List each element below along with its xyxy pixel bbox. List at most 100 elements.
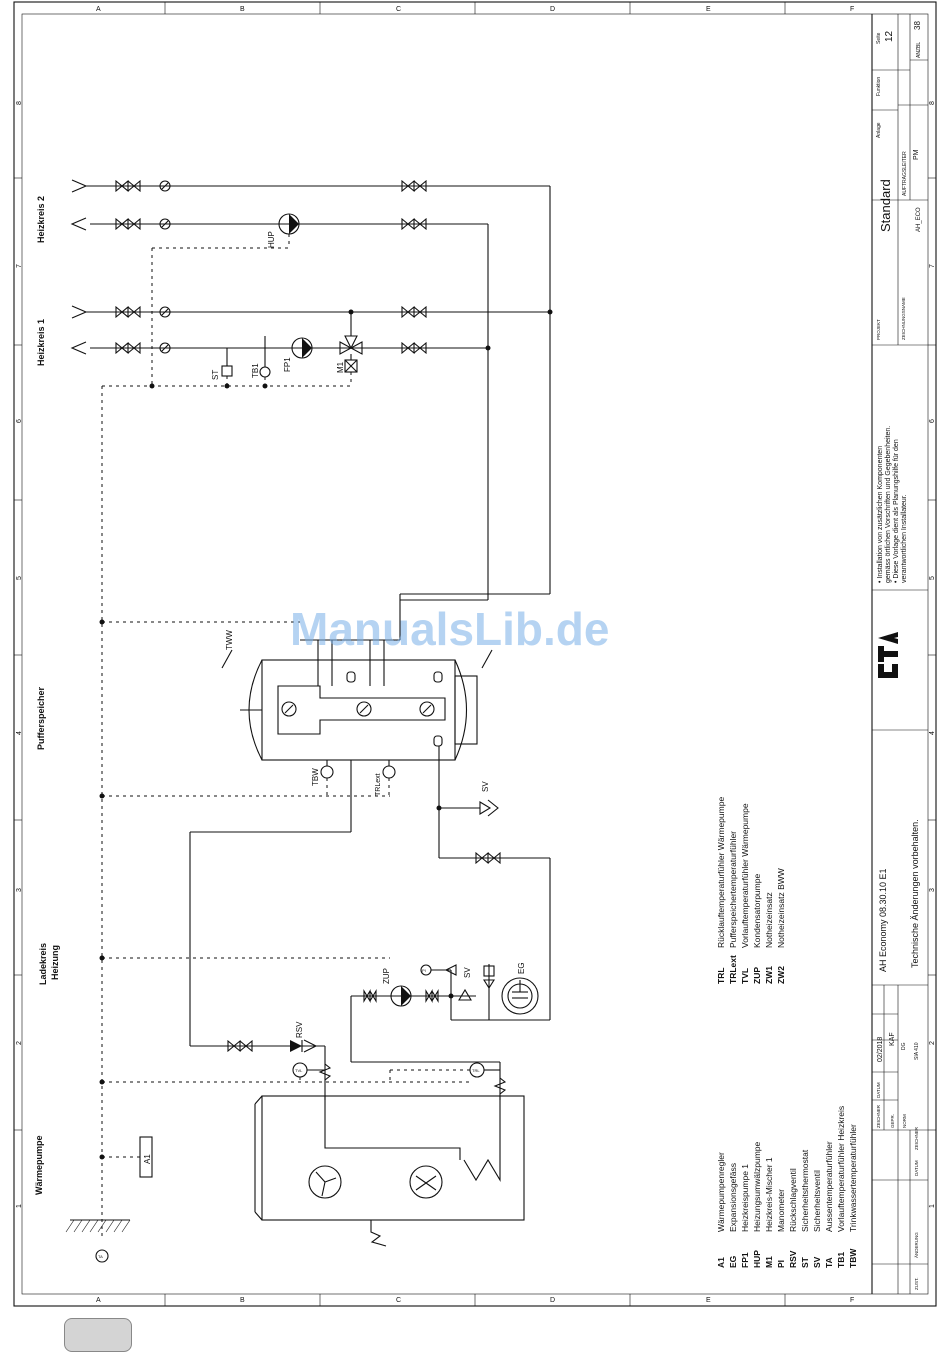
grid-letter: D [550,6,555,13]
control-bus [99,386,470,1240]
ladekreis-circuit: RSV ZUP PI SV EG TVL [190,962,550,1100]
gepr-value: DG [901,1042,907,1050]
grid-number: 1 [929,1204,936,1208]
label-rsv: RSV [295,1021,304,1038]
label-zup: ZUP [382,968,391,984]
section-label-heizkreis1: Heizkreis 1 [36,319,46,366]
section-label-pufferspeicher: Pufferspeicher [36,686,46,750]
grid-letter: D [550,1297,555,1304]
grid-ticks [14,2,936,1306]
label-hup: HUP [267,231,276,248]
grid-number: 2 [16,1041,23,1045]
legend-text: Pufferspeichertemperaturfühler [728,831,738,948]
zeichnungsname-label: ZEICHNUNGSNAME [901,297,906,340]
datum2-label: DATUM [914,1160,919,1176]
label-ta: TA [98,1254,103,1259]
grid-letter: E [706,1297,711,1304]
grid-number: 1 [16,1204,23,1208]
legend-text: Notheizeinsatz BWW [776,868,786,948]
legend-code: ZUP [752,967,762,984]
heizkreis2-circuit: HUP [70,179,551,600]
zust-label: ZUST. [914,1277,919,1290]
note-line: gemäss örtlichen Vorschriften und Gegebe… [885,426,892,583]
label-sv-bottom: SV [463,967,472,978]
legend-code: RSV [788,1250,798,1268]
page-tab[interactable] [64,1318,132,1352]
seite-label: Seite [876,32,882,44]
label-tvl: TVL [295,1068,303,1073]
legend-text: Notheizeinsatz [764,892,774,948]
auftragsleiter-label: AUFTRAGSLEITER [902,151,908,196]
grid-letter: F [850,1297,854,1304]
rights-note: Technische Änderungen vorbehalten. [910,819,920,968]
grid-number: 5 [929,576,936,580]
label-tb1: TB1 [251,363,260,378]
legend-text: Heizkreis-Mischer 1 [764,1157,774,1232]
legend-code: TA [824,1257,834,1268]
grid-number: 6 [16,419,23,423]
datum-label: DATUM [876,1082,881,1098]
grid-letter: B [240,1297,245,1304]
anlage-label: Anlage [876,122,882,138]
legend-text: Expansionsgefäss [728,1163,738,1232]
anzbl-number: 38 [913,21,922,30]
grid-letter: E [706,6,711,13]
label-a1: A1 [143,1154,152,1164]
note-line: verantwortlichen Installateur. [901,494,908,583]
drawing-number: AH Economy 08.30.10 E1 [878,868,888,972]
ground-symbol [65,1219,131,1233]
section-label-waermepumpe: Wärmepumpe [34,1135,44,1195]
legend-text: Kondensatorpumpe [752,874,762,948]
label-tbw: TBW [311,768,320,786]
pm-label: PM [913,149,920,160]
grid-letter: A [96,1297,101,1304]
legend-right: TRL Rücklauftemperaturfühler Wärmepumpe … [716,797,786,984]
grid-number: 8 [16,101,23,105]
title-block [871,14,928,1294]
legend-code: M1 [764,1256,774,1268]
legend-code: TBW [848,1248,858,1268]
grid-number: 3 [16,888,23,892]
legend-code: PI [776,1260,786,1268]
note-line: • Diese Vorlage dient als Planungshilfe … [893,439,900,583]
grid-number: 4 [16,731,23,735]
norm-value: SIA 410 [914,1042,920,1060]
heizkreis1-circuit: FP1 M1 ST TB1 [70,305,553,389]
legend-text: Vorlauftemperaturfühler Wärmepumpe [740,803,750,948]
grid-letter: C [396,6,401,13]
legend-code: A1 [716,1257,726,1268]
legend-code: TRLext [728,955,738,984]
grid-number: 5 [16,576,23,580]
label-fp1: FP1 [283,357,292,372]
legend-code: ZW1 [764,966,774,984]
label-eg: EG [517,962,526,974]
legend-text: Manometer [776,1189,786,1232]
legend-text: Wärmepumpenregler [716,1152,726,1232]
standard-label: Standard [878,179,893,232]
grid-number: 7 [16,264,23,268]
legend-code: TB1 [836,1252,846,1268]
cta-logo [878,632,898,678]
title-block-text: AH Economy 08.30.10 E1 Technische Änderu… [876,21,922,1290]
legend-text: Rückschlagventil [788,1168,798,1232]
note-line: • Installation von zusätzlichen Komponen… [877,446,884,583]
legend-code: SV [812,1256,822,1268]
seite-number: 12 [884,30,895,42]
legend-left: A1 Wärmepumpenregler EG Expansionsgefäss… [716,1106,858,1268]
section-label-heizkreis2: Heizkreis 2 [36,196,46,243]
label-st: ST [211,370,220,380]
legend-text: Trinkwassertemperaturfühler [848,1124,858,1232]
grid-bottom-letters: A B C D E F [96,1297,854,1304]
legend-code: TRL [716,967,726,984]
legend-text: Vorlauftemperaturfühler Heizkreis [836,1106,846,1232]
legend-code: HUP [752,1250,762,1268]
legend-text: Rücklauftemperaturfühler Wärmepumpe [716,797,726,948]
gepr-label: GEPR. [890,1114,895,1128]
label-pi: PI [422,968,426,973]
grid-number: 6 [929,419,936,423]
expansion-vessel-symbol [501,977,539,1015]
legend-text: Heizungsumwälzpumpe [752,1141,762,1232]
section-label-ladekreis: Ladekreis [38,943,48,985]
zeichner2-label: ZEICHNER [914,1126,919,1150]
